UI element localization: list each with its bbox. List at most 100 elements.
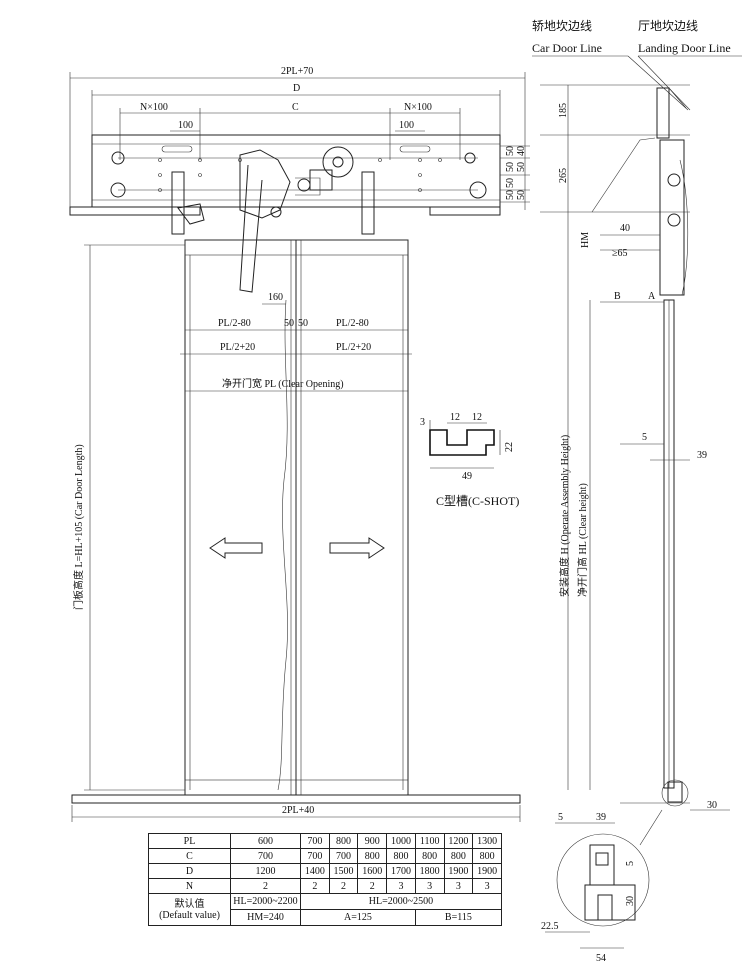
table-cell: 1900	[472, 863, 502, 879]
table-cell: 2	[300, 878, 330, 894]
side-dim-5: 5	[642, 432, 647, 443]
table-cell: 800	[414, 848, 445, 864]
table-cell: 800	[443, 848, 474, 864]
table-cell: 700	[300, 833, 330, 849]
car-door-line-cn: 轿地坎边线	[532, 18, 592, 33]
dim-c: C	[292, 102, 299, 113]
default-head-en: (Default value)	[159, 909, 220, 921]
default-head-cn: 默认值	[174, 898, 205, 910]
side-dim-39: 39	[697, 450, 707, 461]
arrow-left-icon	[209, 537, 263, 559]
top-dimensions: 2PL+70 D N×100 C N×100 100 100	[69, 66, 526, 210]
det-dim-39: 39	[596, 812, 606, 823]
c-shot-profile: 3 12 12 22 49 C型槽(C-SHOT)	[420, 412, 519, 508]
table-cell: 2	[230, 878, 301, 894]
rail-50-3: 50	[516, 162, 527, 172]
dim-pl2-20-right: PL/2+20	[336, 342, 371, 353]
dim-d: D	[293, 83, 300, 94]
table-row-head: PL	[148, 833, 231, 849]
rail-50-4: 50	[505, 178, 516, 188]
table-cell: 1500	[328, 863, 359, 879]
dim-pl2-80-right: PL/2-80	[336, 318, 369, 329]
default-a: A=125	[300, 909, 416, 926]
rail-50-6: 50	[516, 190, 527, 200]
c-dim-22: 22	[504, 442, 515, 452]
rail-dims: 50 40 50 50 50 50 50	[500, 145, 530, 203]
det-dim-5: 5	[558, 812, 563, 823]
side-dim-265: 265	[558, 168, 569, 183]
car-door-line-en: Car Door Line	[532, 41, 602, 55]
table-cell: 1300	[472, 833, 502, 849]
dim-50-left: 50	[284, 318, 294, 329]
landing-door-line-en: Landing Door Line	[638, 41, 731, 55]
dim-160: 160	[268, 292, 283, 303]
table-cell: 700	[300, 848, 330, 864]
side-dim-a: A	[648, 291, 656, 302]
table-cell: 800	[472, 848, 502, 864]
det-dim-22-5: 22.5	[541, 921, 559, 932]
leader-landing	[637, 55, 691, 111]
table-cell: 1200	[443, 833, 474, 849]
table-cell: 1400	[300, 863, 330, 879]
table-cell: 1600	[357, 863, 388, 879]
rail-40: 40	[516, 146, 527, 156]
default-hl-2: HL=2000~2500	[300, 893, 502, 910]
table-row-head: N	[148, 878, 231, 894]
default-b: B=115	[414, 909, 503, 926]
side-dim-40: 40	[620, 223, 630, 234]
table-row-head: D	[148, 863, 231, 879]
table-cell: 2	[357, 878, 388, 894]
table-cell: 1700	[386, 863, 416, 879]
bottom-sill	[71, 794, 521, 804]
table-row-head: C	[148, 848, 231, 864]
landing-door-line-cn: 厅地坎边线	[638, 19, 698, 33]
side-dim-b: B	[614, 291, 621, 302]
c-shot-title: C型槽(C-SHOT)	[436, 494, 519, 508]
side-dim-185: 185	[558, 103, 569, 118]
table-cell: 1900	[443, 863, 474, 879]
side-assembly-height: 安装高度 H (Operate Assembly Height)	[558, 435, 571, 597]
dim-2pl70: 2PL+70	[281, 66, 313, 77]
default-value-head: 默认值 (Default value)	[148, 893, 231, 926]
side-view: 185 265 HM 40 ≥65 B A 5 39 安装高度 H (Opera…	[540, 84, 730, 811]
side-dim-hm: HM	[580, 232, 591, 248]
leader-car	[627, 55, 689, 111]
table-cell: 3	[386, 878, 416, 894]
dim-pl2-80-left: PL/2-80	[218, 318, 251, 329]
side-dim-30: 30	[707, 800, 717, 811]
table-cell: 3	[443, 878, 474, 894]
c-dim-49: 49	[462, 471, 472, 482]
default-hl-1: HL=2000~2200	[230, 893, 301, 910]
dim-clear-opening: 净开门宽 PL (Clear Opening)	[222, 377, 344, 390]
table-cell: 800	[386, 848, 416, 864]
dim-100-left: 100	[178, 120, 193, 131]
table-cell: 2	[328, 878, 359, 894]
dim-n100-left: N×100	[140, 102, 168, 113]
det-dim-54: 54	[596, 953, 606, 964]
rail-50-1: 50	[505, 146, 516, 156]
operator-header	[69, 134, 501, 293]
table-cell: 800	[328, 833, 359, 849]
table-cell: 700	[230, 848, 301, 864]
table-cell: 3	[414, 878, 445, 894]
dim-pl2-20-left: PL/2+20	[220, 342, 255, 353]
rail-50-2: 50	[505, 162, 516, 172]
table-cell: 800	[357, 848, 388, 864]
table-cell: 600	[230, 833, 301, 849]
arrow-right-icon	[329, 537, 385, 559]
det-dim-5b: 5	[625, 861, 636, 866]
c-dim-3: 3	[420, 417, 425, 428]
table-cell: 3	[472, 878, 502, 894]
c-dim-12a: 12	[450, 412, 460, 423]
table-cell: 1800	[414, 863, 445, 879]
dim-n100-right: N×100	[404, 102, 432, 113]
inner-dims: 160 PL/2-80 50 50 PL/2-80 PL/2+20 PL/2+2…	[71, 244, 521, 822]
default-hm: HM=240	[230, 909, 301, 926]
dim-door-length: 门板高度 L=HL+105 (Car Door Length)	[72, 444, 85, 610]
rail-50-5: 50	[505, 190, 516, 200]
side-dim-ge65: ≥65	[612, 248, 628, 259]
